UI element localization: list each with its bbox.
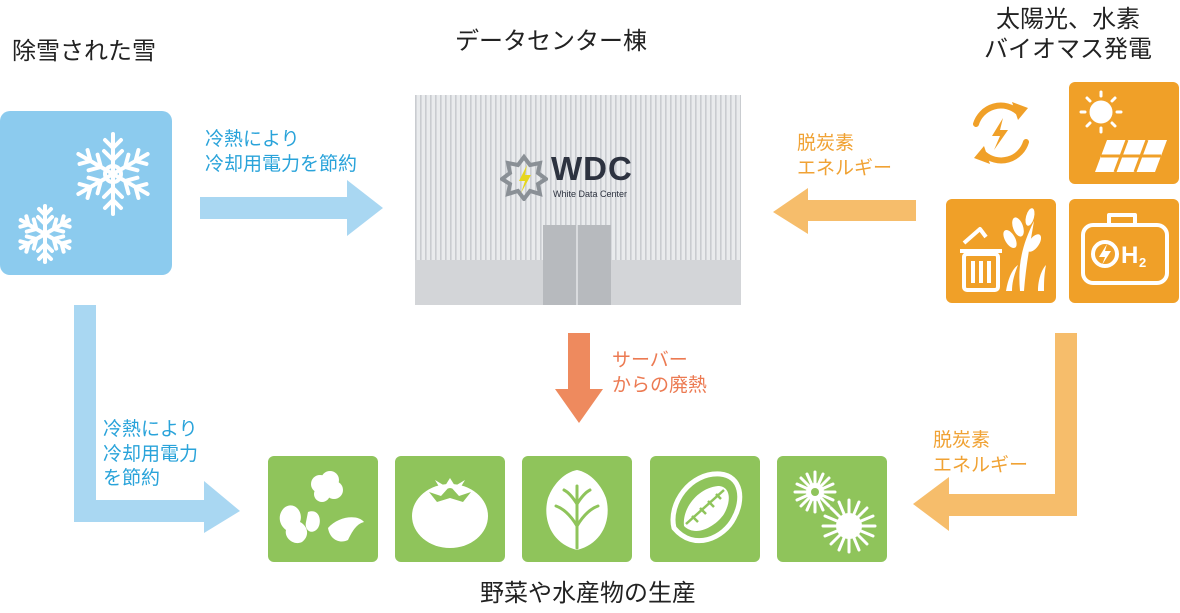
datacenter-building xyxy=(415,95,741,305)
sea-urchin-icon xyxy=(777,456,887,562)
wdc-logo-subtext: White Data Center xyxy=(553,189,628,199)
snowflake-icon xyxy=(15,132,155,264)
cooling-arrow-down xyxy=(74,305,240,533)
decarb-label-right: 脱炭素 エネルギー xyxy=(933,429,1029,476)
svg-text:H: H xyxy=(1121,242,1138,269)
vegetables-icon xyxy=(268,456,378,562)
lettuce-icon xyxy=(522,456,632,562)
renewable-cycle-icon xyxy=(946,82,1056,184)
produce-title: 野菜や水産物の生産 xyxy=(480,579,696,607)
snow-title: 除雪された雪 xyxy=(12,37,156,65)
svg-text:2: 2 xyxy=(1139,255,1146,270)
wdc-logo-icon xyxy=(500,153,548,201)
waste-heat-arrow xyxy=(555,333,603,423)
cooling-label-left: 冷熱により 冷却用電力 を節約 xyxy=(103,418,199,490)
solar-panel-icon xyxy=(1069,82,1179,184)
energy-arrow-down xyxy=(913,333,1077,531)
abalone-icon xyxy=(650,456,760,562)
cooling-label-top: 冷熱により 冷却用電力を節約 xyxy=(205,128,358,175)
hydrogen-generator-icon: H 2 xyxy=(1069,199,1179,303)
tomato-icon xyxy=(395,456,505,562)
wdc-logo-text: WDC xyxy=(551,150,633,187)
energy-title: 太陽光、水素 バイオマス発電 xyxy=(984,5,1152,63)
cooling-arrow-right xyxy=(200,180,383,236)
datacenter-title: データセンター棟 xyxy=(455,27,647,55)
energy-arrow-left xyxy=(773,188,916,234)
snow-box xyxy=(0,111,172,275)
decarb-label-top: 脱炭素 エネルギー xyxy=(797,132,893,179)
waste-heat-label: サーバー からの廃熱 xyxy=(612,349,708,396)
biomass-icon xyxy=(946,199,1056,303)
